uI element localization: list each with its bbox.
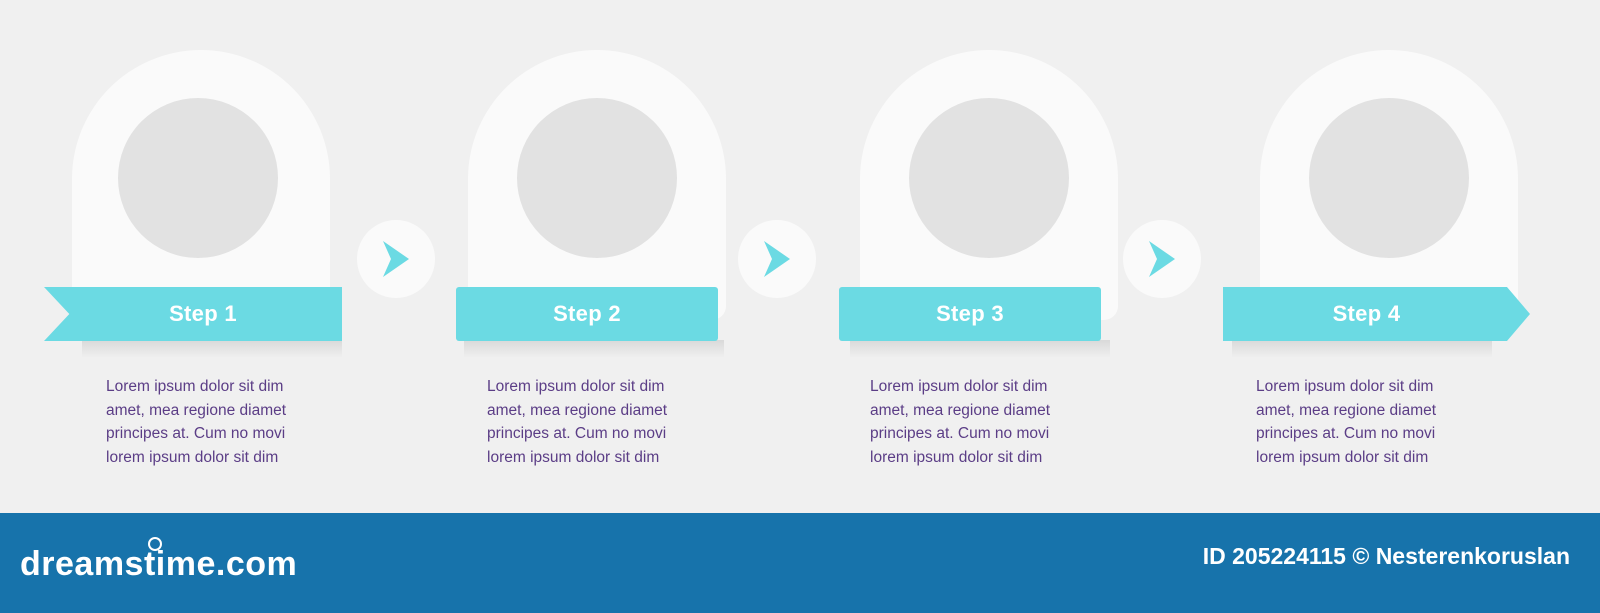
description-line: Lorem ipsum dolor sit dim (106, 378, 284, 395)
description-line: principes at. Cum no movi (1256, 425, 1436, 442)
description-line: principes at. Cum no movi (106, 425, 286, 442)
spiral-icon (148, 537, 162, 551)
step-connector-1 (357, 220, 435, 298)
step-banner: Step 3 (839, 287, 1101, 341)
banner-shadow (850, 340, 1110, 358)
step-label: Step 1 (169, 301, 237, 326)
description-line: amet, mea regione diamet (870, 401, 1051, 419)
description-line: lorem ipsum dolor sit dim (106, 448, 279, 466)
step-label: Step 4 (1332, 301, 1401, 326)
image-placeholder (1309, 98, 1469, 258)
description-line: amet, mea regione diamet (106, 401, 287, 419)
step-1: Step 1 Lorem ipsum dolor sit dim amet, m… (38, 0, 358, 523)
description-line: lorem ipsum dolor sit dim (487, 448, 660, 466)
step-description: Lorem ipsum dolor sit dim amet, mea regi… (106, 375, 336, 469)
description-line: principes at. Cum no movi (487, 425, 667, 442)
image-placeholder (517, 98, 677, 258)
description-line: principes at. Cum no movi (870, 425, 1050, 442)
description-line: amet, mea regione diamet (1256, 401, 1437, 419)
banner-shadow (82, 340, 342, 358)
step-banner: Step 2 (456, 287, 718, 341)
step-connector-3 (1123, 220, 1201, 298)
image-credit: ID 205224115 © Nesterenkoruslan (1202, 543, 1570, 569)
watermark-footer: dreamstime.com ID 205224115 © Nesterenko… (0, 513, 1600, 613)
description-line: Lorem ipsum dolor sit dim (870, 378, 1048, 395)
image-placeholder (909, 98, 1069, 258)
brand-logo: dreamstime.com (20, 545, 298, 583)
step-description: Lorem ipsum dolor sit dim amet, mea regi… (1256, 375, 1486, 469)
image-placeholder (118, 98, 278, 258)
step-4: Step 4 Lorem ipsum dolor sit dim amet, m… (1212, 0, 1532, 523)
step-2: Step 2 Lorem ipsum dolor sit dim amet, m… (430, 0, 750, 523)
banner-shadow (464, 340, 724, 358)
description-line: Lorem ipsum dolor sit dim (487, 378, 665, 395)
step-description: Lorem ipsum dolor sit dim amet, mea regi… (487, 375, 717, 469)
step-3: Step 3 Lorem ipsum dolor sit dim amet, m… (820, 0, 1140, 523)
step-banner: Step 4 (1223, 287, 1530, 341)
step-label: Step 2 (553, 301, 621, 326)
description-line: Lorem ipsum dolor sit dim (1256, 378, 1434, 395)
banner-shadow (1232, 340, 1492, 358)
description-line: lorem ipsum dolor sit dim (870, 448, 1043, 466)
step-connector-2 (738, 220, 816, 298)
description-line: amet, mea regione diamet (487, 401, 668, 419)
description-line: lorem ipsum dolor sit dim (1256, 448, 1429, 466)
step-label: Step 3 (936, 301, 1004, 326)
step-banner: Step 1 (44, 287, 342, 341)
infographic: Step 1 Lorem ipsum dolor sit dim amet, m… (38, 0, 1532, 523)
step-description: Lorem ipsum dolor sit dim amet, mea regi… (870, 375, 1100, 469)
chevron-right-icon (1149, 241, 1175, 277)
chevron-right-icon (764, 241, 790, 277)
chevron-right-icon (383, 241, 409, 277)
